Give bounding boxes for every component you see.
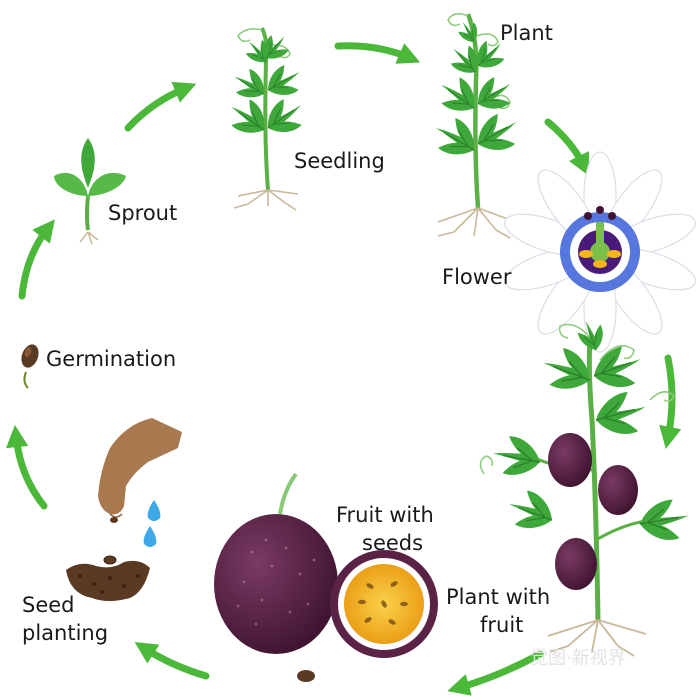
soil-mound-illustration [66, 555, 150, 601]
label-germination: Germination [46, 347, 177, 371]
water-drops-illustration [143, 500, 161, 547]
watermark: 觉图·新视界 [530, 648, 626, 669]
passion-flower-illustration [504, 151, 696, 353]
hanging-fruit [555, 538, 597, 590]
label-sprout: Sprout [108, 201, 178, 225]
hanging-fruit [598, 465, 638, 515]
arrow-plant-to-flower [544, 118, 590, 177]
label-plant-with-fruit-line1: Plant with [446, 585, 551, 609]
label-flower: Flower [442, 265, 512, 289]
arrow-germination-to-sprout [18, 219, 55, 300]
hand-planting-illustration [98, 418, 182, 523]
loose-seed [297, 670, 315, 682]
arrow-sprout-to-seedling [124, 81, 197, 132]
label-fruit-with-seeds-line1: Fruit with [336, 503, 434, 527]
sprout-illustration [54, 138, 126, 245]
label-seed-planting-line1: Seed [22, 593, 75, 617]
hanging-fruit [548, 433, 592, 487]
arrow-fruit-to-planting [447, 650, 544, 696]
label-plant-with-fruit-line2: fruit [480, 613, 524, 637]
label-plant: Plant [500, 21, 553, 45]
label-fruit-with-seeds-line2: seeds [362, 531, 424, 555]
young-plant-illustration [427, 13, 526, 239]
arrow-to-seed-planting [134, 641, 210, 680]
arrow-flower-to-fruiting-plant [659, 354, 682, 449]
arrow-seedling-to-plant [334, 42, 421, 64]
cut-fruit-illustration [330, 550, 438, 658]
label-seed-planting-line2: planting [22, 621, 109, 645]
cycle-arrows [5, 42, 682, 696]
arrow-planting-to-germination [5, 424, 48, 510]
seedling-illustration [222, 27, 312, 211]
fruiting-plant-illustration [479, 316, 693, 657]
label-seedling: Seedling [294, 149, 385, 173]
germinating-seed-illustration [21, 344, 39, 389]
whole-fruit-illustration [214, 472, 338, 654]
